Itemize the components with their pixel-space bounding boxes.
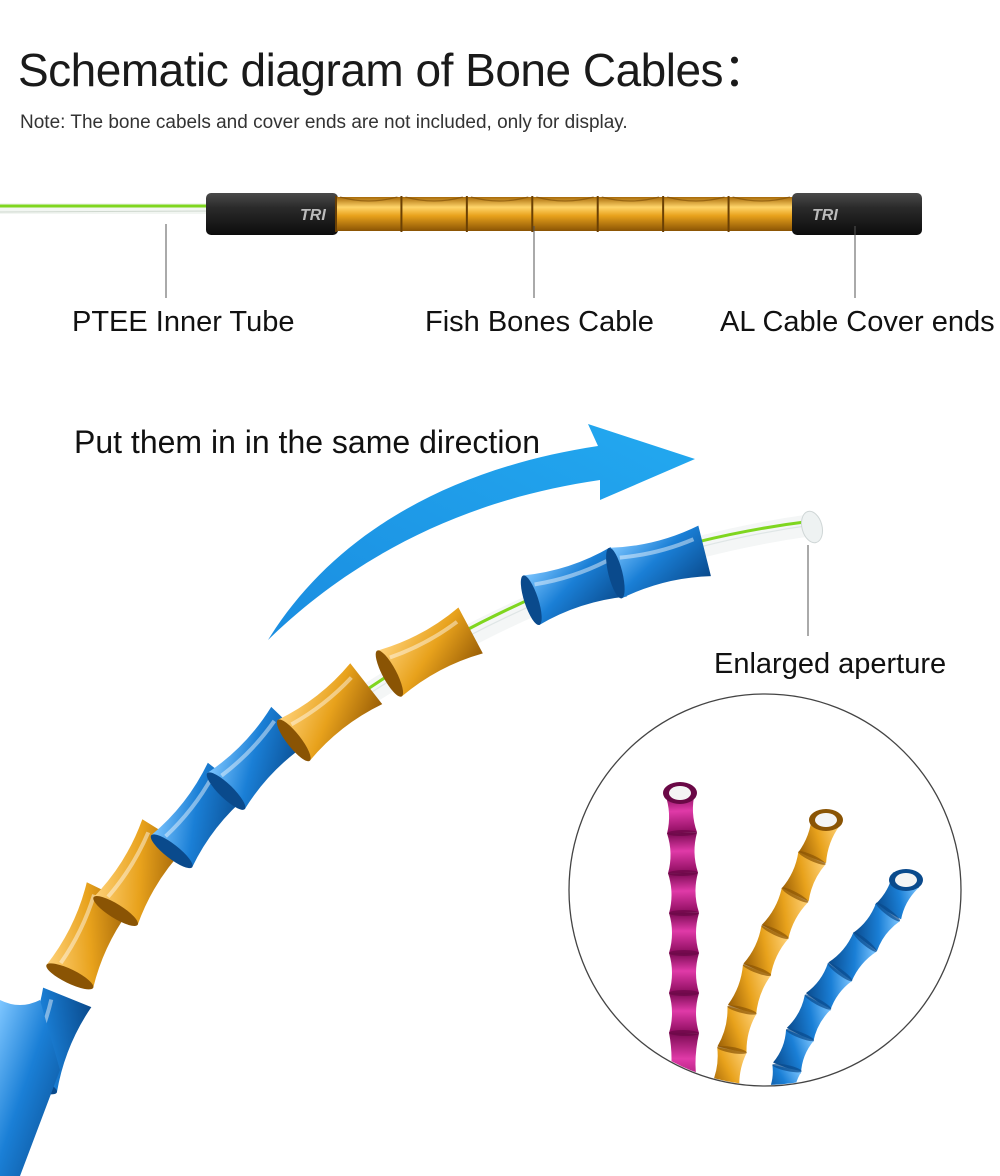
- bone-segment-blue: [606, 525, 711, 599]
- zoom-cable: [663, 782, 699, 1085]
- aperture-zoom-circle: [568, 693, 962, 1087]
- cap-logo-right: TRI: [812, 207, 838, 224]
- cap-logo-left: TRI: [300, 207, 326, 224]
- bone-segment-gold: [375, 607, 483, 697]
- bone-segment-blue: [0, 1000, 60, 1176]
- label-direction: Put them in in the same direction: [74, 424, 541, 460]
- bone-segment: [531, 196, 598, 232]
- bone-segment-blue: [520, 547, 627, 626]
- cover-end-right: TRI: [792, 193, 922, 235]
- bone-segment: [662, 196, 729, 232]
- label-ptee-inner-tube: PTEE Inner Tube: [72, 306, 295, 338]
- bone-segment: [465, 196, 533, 232]
- label-al-cable-cover-ends: AL Cable Cover ends: [720, 306, 995, 338]
- cover-end-left: TRI: [206, 193, 338, 235]
- direction-arrow: [268, 424, 695, 640]
- bone-segment: [400, 196, 467, 232]
- curved-bone-segments: [0, 525, 711, 1176]
- note-text: Note: The bone cabels and cover ends are…: [20, 112, 628, 133]
- zoom-cable: [765, 869, 923, 1085]
- bone-segment: [596, 196, 664, 232]
- fish-bones-cable: [335, 196, 794, 232]
- label-fish-bones-cable: Fish Bones Cable: [425, 306, 654, 338]
- bone-segment: [727, 196, 794, 232]
- bone-segment-gold: [276, 663, 383, 762]
- bone-segment: [335, 196, 402, 232]
- zoom-cable: [710, 809, 843, 1085]
- label-enlarged-aperture: Enlarged aperture: [714, 648, 947, 680]
- page-title: Schematic diagram of Bone Cables：: [18, 44, 769, 96]
- ptee-inner-tube: [0, 203, 215, 214]
